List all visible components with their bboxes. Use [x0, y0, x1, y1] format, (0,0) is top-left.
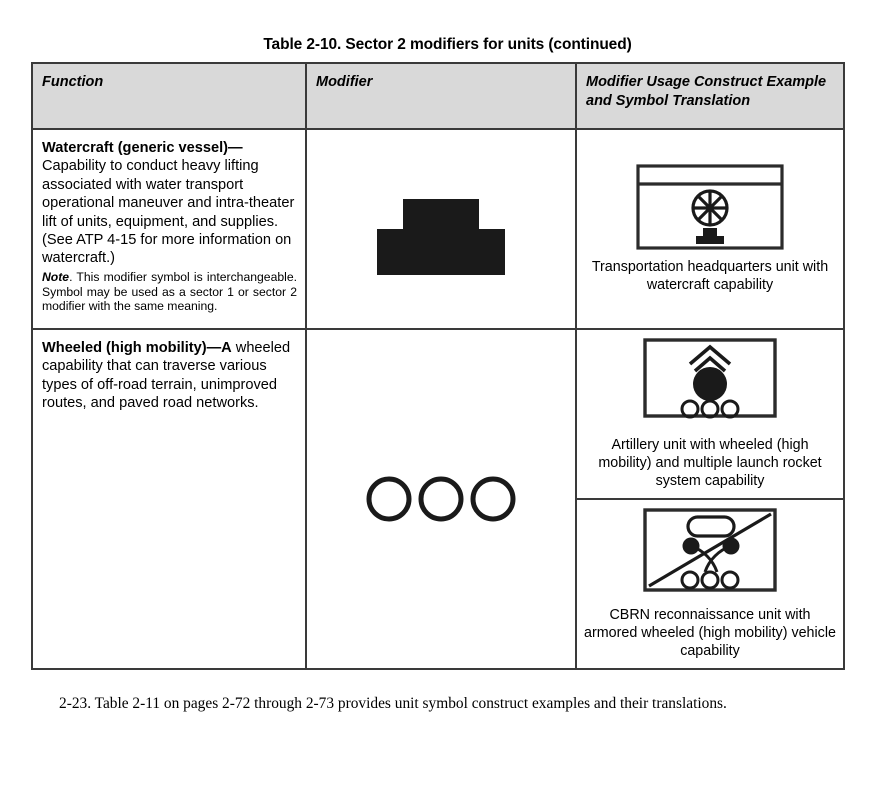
transportation-headquarters-watercraft-symbol: [636, 164, 784, 250]
three-wheels-symbol: [366, 476, 516, 522]
column-header-function: Function: [42, 74, 104, 90]
modifier-cell-watercraft: [305, 130, 575, 328]
usage-caption: Transportation headquarters unit with wa…: [591, 259, 829, 293]
table-row: Wheeled (high mobility)—A wheeled capabi…: [33, 328, 843, 668]
cbrn-recon-armored-wheeled-symbol: [643, 508, 777, 592]
note-body: . This modifier symbol is interchangeabl…: [42, 269, 297, 314]
modifiers-table: Function Modifier Modifier Usage Constru…: [31, 62, 845, 670]
footer-paragraph: 2-23. Table 2-11 on pages 2-72 through 2…: [59, 695, 727, 712]
function-cell-wheeled: Wheeled (high mobility)—A wheeled capabi…: [33, 330, 305, 668]
table-row: Watercraft (generic vessel)— Capability t…: [33, 128, 843, 328]
function-description: Watercraft (generic vessel)— Capability t…: [42, 139, 297, 268]
function-body: Capability to conduct heavy lifting asso…: [42, 158, 295, 267]
function-term: Watercraft (generic vessel)—: [42, 140, 243, 156]
usage-cell-watercraft: Transportation headquarters unit with wa…: [575, 130, 843, 328]
note-label: Note: [42, 269, 70, 284]
table-caption: Table 2-10. Sector 2 modifiers for units…: [263, 36, 632, 53]
function-body: wheeled capability that can traverse var…: [42, 340, 291, 412]
usage-cell-wheeled: Artillery unit with wheeled (high mobili…: [575, 330, 843, 668]
usage-example: Transportation headquarters unit with wa…: [577, 130, 843, 328]
usage-caption: Artillery unit with wheeled (high mobili…: [598, 437, 822, 489]
watercraft-vessel-symbol: [377, 199, 505, 275]
function-note: Note. This modifier symbol is interchang…: [42, 270, 297, 315]
modifier-cell-wheeled: [305, 330, 575, 668]
column-header-modifier: Modifier: [305, 64, 575, 128]
usage-caption: CBRN reconnaissance unit with armored wh…: [584, 607, 836, 659]
function-term: Wheeled (high mobility)—A: [42, 340, 232, 356]
usage-example: CBRN reconnaissance unit with armored wh…: [577, 498, 843, 668]
artillery-mlrs-wheeled-symbol: [643, 338, 777, 419]
table-header-row: Function Modifier Modifier Usage Constru…: [33, 64, 843, 128]
usage-example: Artillery unit with wheeled (high mobili…: [577, 330, 843, 498]
function-description: Wheeled (high mobility)—A wheeled capabi…: [42, 339, 297, 413]
column-header-usage: Modifier Usage Construct Example and Sym…: [575, 64, 843, 128]
function-cell-watercraft: Watercraft (generic vessel)— Capability t…: [33, 130, 305, 328]
